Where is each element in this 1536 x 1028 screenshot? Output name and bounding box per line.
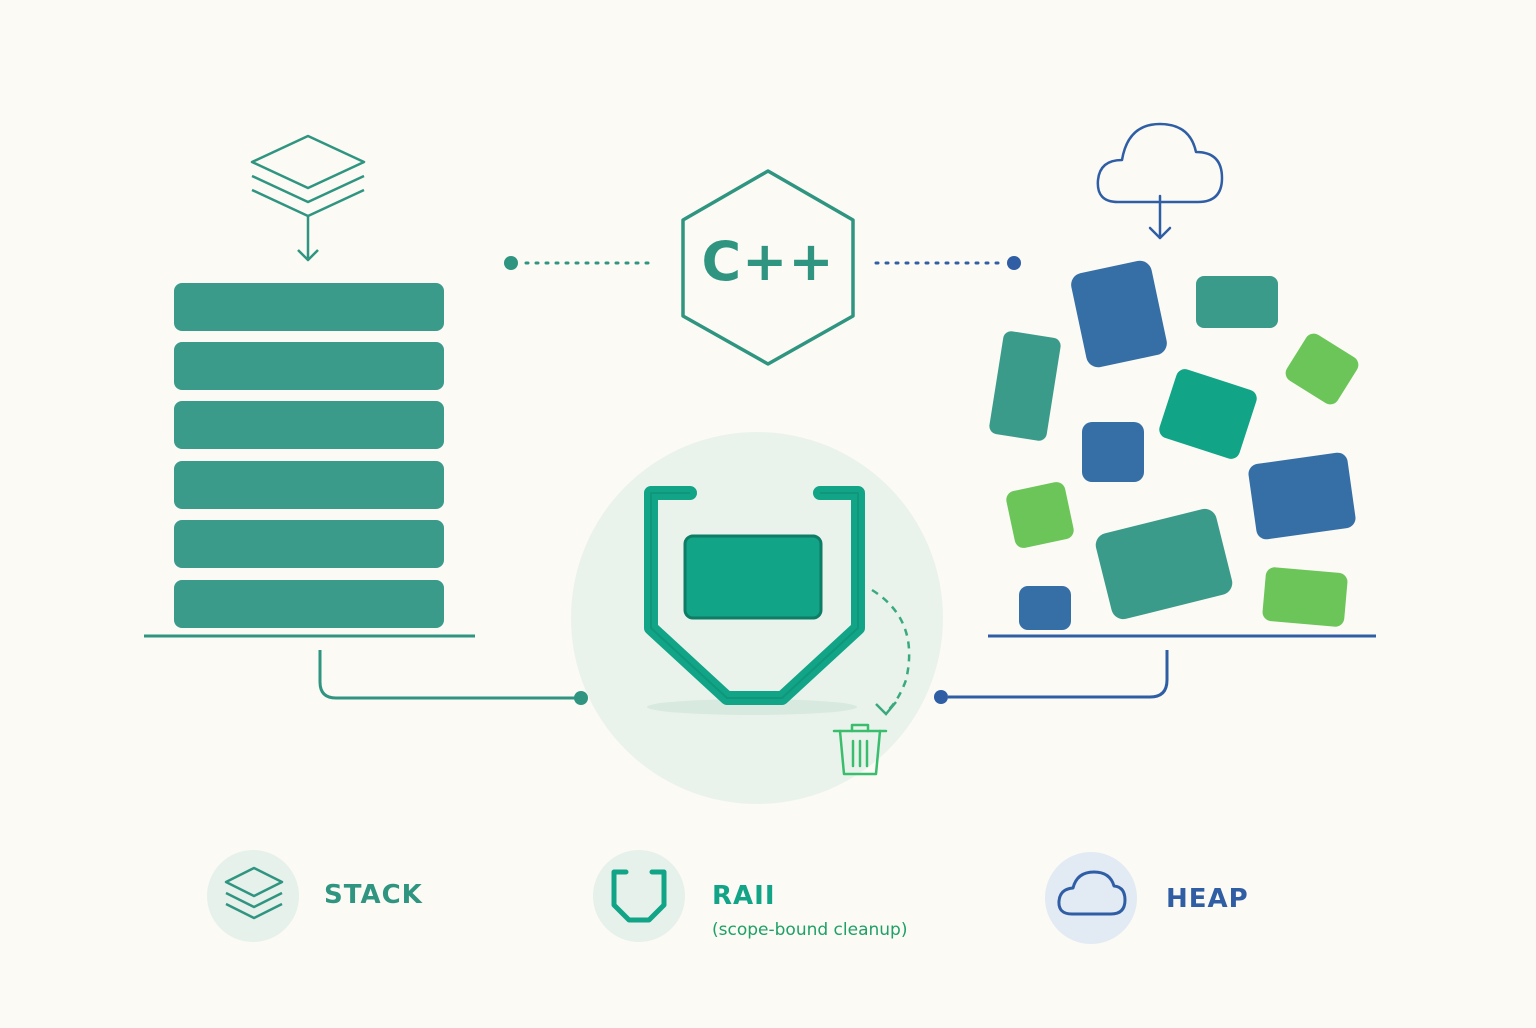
raii-resource bbox=[683, 534, 823, 620]
raii-bracket-icon bbox=[611, 869, 667, 923]
stack-block bbox=[174, 580, 444, 628]
heap-connector bbox=[948, 650, 1169, 699]
stack-legend-label: STACK bbox=[324, 880, 423, 910]
heap-block bbox=[1019, 586, 1071, 630]
heap-block bbox=[1196, 276, 1278, 328]
raii-legend-badge bbox=[593, 850, 685, 942]
heap-blocks bbox=[989, 260, 1359, 630]
heap-legend-label: HEAP bbox=[1166, 884, 1249, 914]
raii-legend-label: RAII bbox=[712, 881, 776, 911]
heap-block bbox=[1248, 452, 1356, 540]
stack-block bbox=[174, 401, 444, 449]
heap-block bbox=[1095, 508, 1233, 620]
stack-block bbox=[174, 342, 444, 390]
heap-block bbox=[1285, 333, 1359, 405]
heap-block bbox=[1071, 260, 1167, 368]
heap-legend-badge bbox=[1045, 852, 1137, 944]
heap-block bbox=[1082, 422, 1144, 482]
heap-block bbox=[1159, 369, 1257, 459]
cloud-icon bbox=[1057, 870, 1127, 916]
stack-block bbox=[174, 283, 444, 331]
raii-bracket bbox=[644, 486, 865, 705]
stack-layers-icon bbox=[250, 134, 366, 262]
cpp-logo-text: C++ bbox=[701, 230, 835, 293]
heap-block bbox=[989, 331, 1061, 441]
stack-connector bbox=[318, 650, 580, 700]
trash-icon bbox=[832, 723, 888, 776]
stack-block bbox=[174, 520, 444, 568]
stack-layers-icon bbox=[224, 866, 284, 920]
heap-block bbox=[1006, 482, 1074, 548]
raii-legend-sub: (scope-bound cleanup) bbox=[712, 920, 908, 940]
cpp-hexagon bbox=[681, 169, 855, 366]
stack-block bbox=[174, 461, 444, 509]
stack-blocks bbox=[174, 283, 444, 628]
cloud-download-icon bbox=[1096, 122, 1224, 240]
heap-block bbox=[1262, 567, 1348, 627]
